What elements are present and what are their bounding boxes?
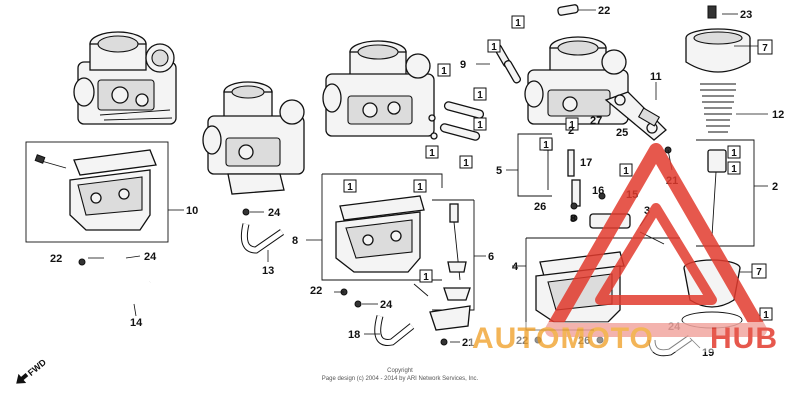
callout-3: 3 [644,205,650,217]
callout-13: 13 [262,265,274,277]
boxed-callout-1: 1 [473,117,487,131]
callout-numbers: 10 22 24 14 24 13 8 22 24 18 21 6 9 5 4 … [50,5,784,359]
svg-text:1: 1 [731,164,737,175]
callout-9: 9 [460,59,466,71]
svg-text:1: 1 [477,120,483,131]
callout-24: 24 [144,251,157,263]
boxed-callouts: 1 1 1 1 1 1 1 1 1 1 1 1 1 1 1 1 7 7 [343,15,773,321]
callout-8: 8 [292,235,298,247]
boxed-callout-1: 1 [727,145,741,159]
boxed-callout-1: 1 [459,155,473,169]
svg-text:7: 7 [756,267,762,278]
diaphragm-assembly [685,5,755,247]
boxed-callout-1: 1 [565,117,579,131]
svg-text:1: 1 [543,140,549,151]
svg-text:1: 1 [515,18,521,29]
boxed-callout-1: 1 [419,269,433,283]
boxed-callout-1: 1 [619,163,633,177]
boxed-callout-1: 1 [727,161,741,175]
svg-text:1: 1 [477,90,483,101]
callout-10: 10 [186,205,198,217]
callout-23: 23 [740,9,752,21]
boxed-callout-1: 1 [487,39,501,53]
svg-text:1: 1 [423,272,429,283]
svg-text:1: 1 [429,148,435,159]
carburetor-assembly-c [322,40,435,137]
svg-text:1: 1 [491,42,497,53]
callout-6: 6 [488,251,494,263]
carburetor-assembly-a [73,31,177,125]
svg-text:1: 1 [763,310,769,321]
callout-22: 22 [516,335,528,347]
boxed-callout-1: 1 [473,87,487,101]
callout-16: 16 [592,185,604,197]
jet-assembly [413,199,475,331]
callout-11: 11 [650,71,662,83]
callout-24: 24 [380,299,393,311]
boxed-callout-1: 1 [343,179,357,193]
svg-text:1: 1 [347,182,353,193]
float-chamber-a [25,141,169,243]
svg-text:1: 1 [569,120,575,131]
callout-22: 22 [598,5,610,17]
callout-21: 21 [462,337,474,349]
watermark-text-automoto: AUTOMOTO [472,322,654,355]
carburetor-assembly-b [202,81,305,195]
svg-text:Page design (c) 2004 - 2014 by: Page design (c) 2004 - 2014 by ARI Netwo… [322,376,479,382]
fwd-arrow: FWD [16,357,49,384]
svg-text:Copyright: Copyright [387,368,413,374]
svg-text:1: 1 [731,148,737,159]
throttle-linkage [604,91,667,141]
float-chamber-c [321,173,443,281]
callout-4: 4 [512,261,519,273]
boxed-callout-7: 7 [751,263,767,279]
callout-5: 5 [496,165,502,177]
svg-text:1: 1 [623,166,629,177]
svg-text:7: 7 [762,43,768,54]
callout-8: 8 [570,213,576,225]
callout-12: 12 [772,109,784,121]
fwd-label: FWD [26,357,49,378]
callout-22: 22 [310,285,322,297]
callout-18: 18 [348,329,360,341]
carburetor-assembly-d [524,36,629,125]
callout-27: 27 [590,115,602,127]
boxed-callout-1: 1 [539,137,553,151]
callout-25: 25 [616,127,628,139]
callout-26: 26 [534,201,546,213]
callout-22: 22 [50,253,62,265]
svg-text:1: 1 [441,66,447,77]
small-fasteners [78,4,672,346]
boxed-callout-1: 1 [759,307,773,321]
callout-24: 24 [268,207,281,219]
leader-lines [88,9,768,349]
boxed-callout-1: 1 [437,63,451,77]
callout-14: 14 [130,317,143,329]
boxed-callout-1: 1 [511,15,525,29]
callout-19: 19 [702,347,714,359]
callout-2: 2 [568,125,574,137]
watermark-logo: AUTOMOTO HUB [470,143,788,355]
watermark-text-hub: HUB [710,322,778,355]
svg-text:1: 1 [417,182,423,193]
boxed-callout-1: 1 [425,145,439,159]
copyright-text: Copyright Page design (c) 2004 - 2014 by… [322,368,479,382]
boxed-callout-7: 7 [757,39,773,55]
callout-2: 2 [772,181,778,193]
callout-17: 17 [580,157,592,169]
boxed-callout-1: 1 [413,179,427,193]
callout-26: 26 [578,335,590,347]
svg-text:1: 1 [463,158,469,169]
